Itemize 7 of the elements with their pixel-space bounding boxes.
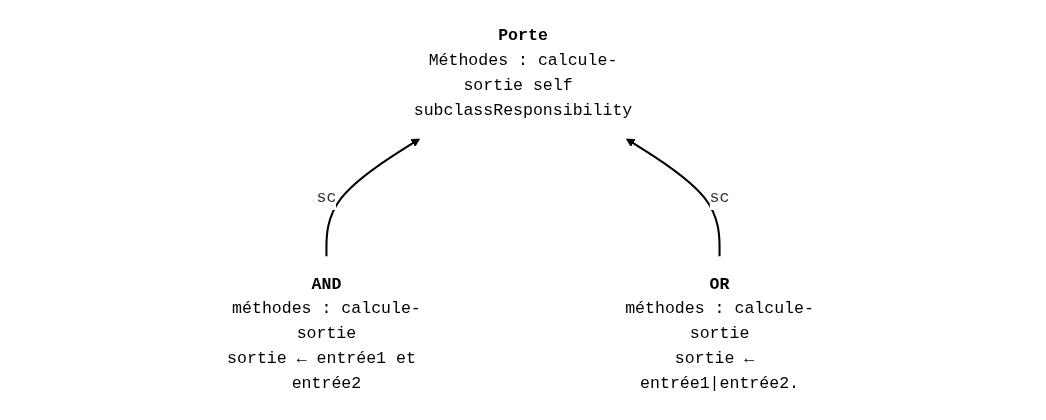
arrow	[325, 138, 421, 257]
arrow	[625, 138, 721, 257]
edge-label: sc	[709, 188, 730, 207]
node-text: AND méthodes : calcule-sortie sortie ← entrée1 et entrée2	[227, 275, 421, 394]
node-text: Porte Méthodes : calcule-sortie self subclassResponsibility	[413, 26, 633, 120]
node-text: OR méthodes : calcule-sortie sortie ← entrée1|entrée2.	[625, 275, 814, 394]
edge-label: sc	[316, 188, 337, 207]
